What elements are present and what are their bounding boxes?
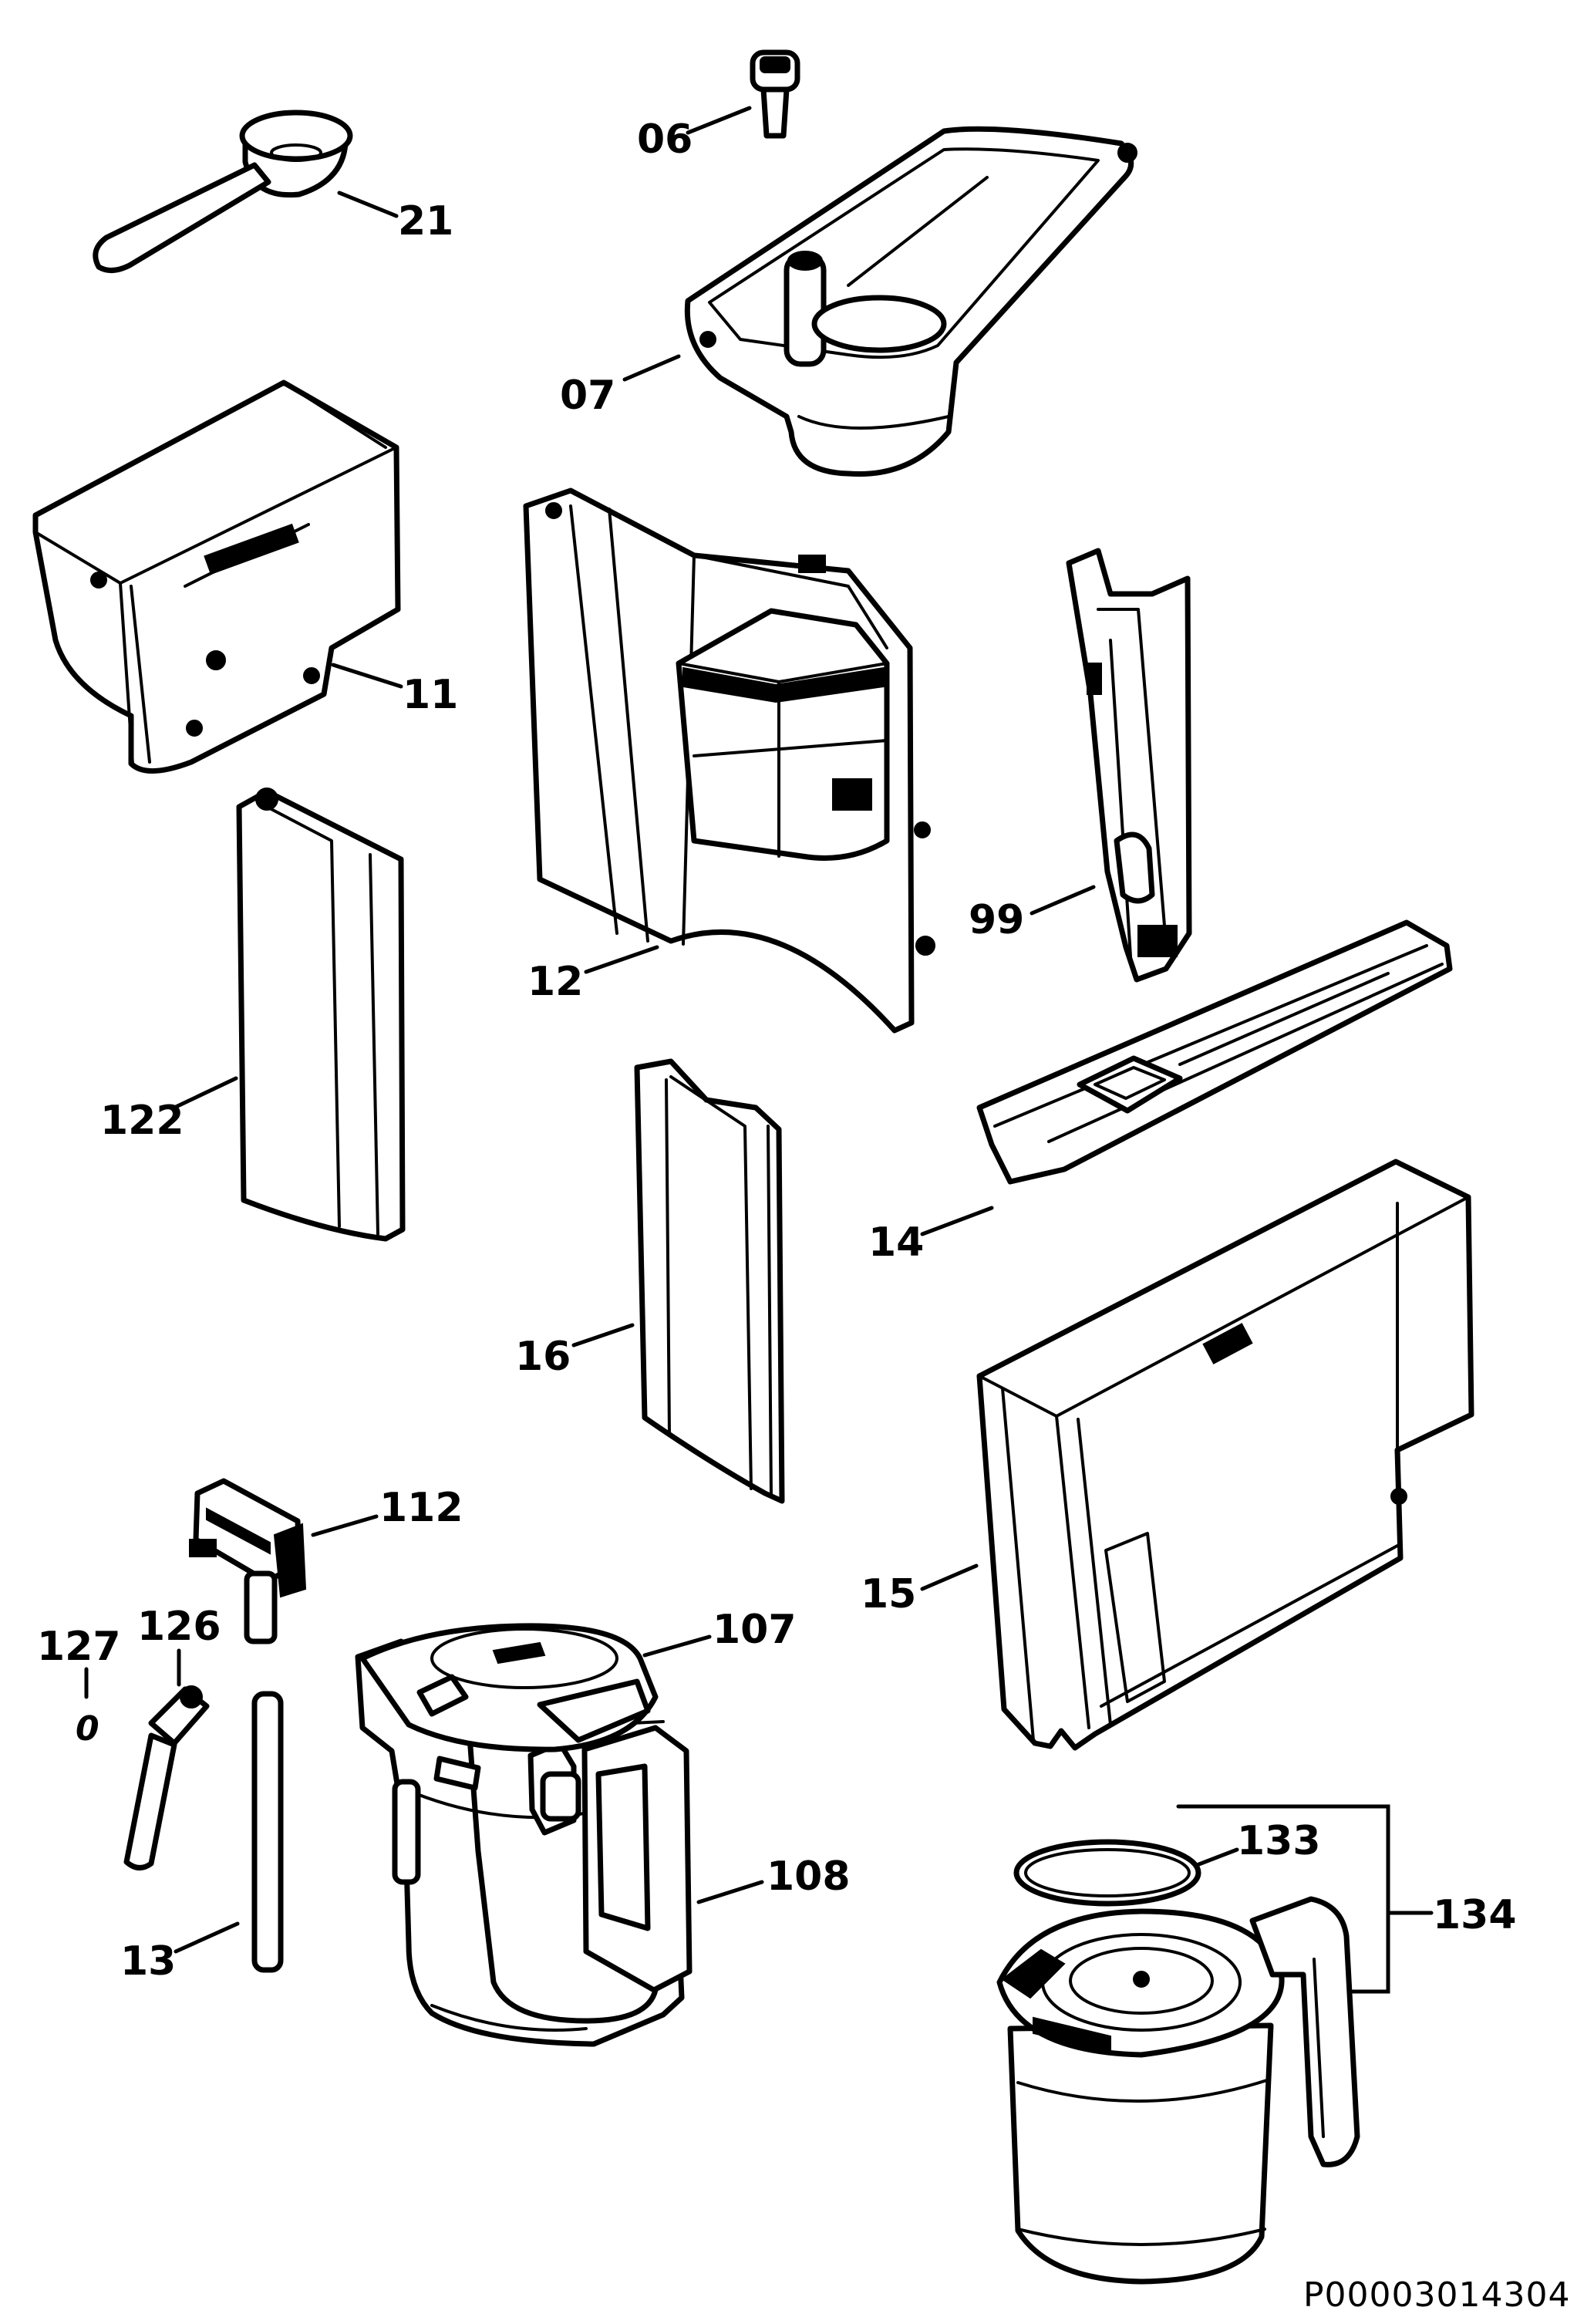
label-126: 126 [137,1604,221,1650]
label-11: 11 [403,672,458,718]
part-126-tube [123,1685,210,1870]
leader-122 [172,1076,238,1110]
part-107-jug-lid [359,1623,659,1752]
part-21-measuring-spoon [93,110,353,273]
label-12: 12 [527,959,583,1005]
bracket-134 [1176,1804,1390,1994]
part-122-side-panel [236,788,406,1242]
drawing-code: P00003014304 [1303,2275,1570,2315]
label-99: 99 [969,897,1024,943]
label-16: 16 [515,1334,571,1380]
part-12-front-cover [523,487,935,1034]
leader-99 [1030,885,1096,916]
leader-107 [642,1634,712,1658]
part-127-o-ring: 0 [76,1709,99,1749]
leader-15 [920,1563,979,1591]
label-133: 133 [1237,1818,1321,1864]
part-16-door-panel [634,1058,785,1504]
label-07: 07 [560,373,615,419]
part-112-connector [189,1478,307,1644]
leader-13 [174,1921,240,1954]
leader-108 [696,1880,764,1904]
leader-06 [686,106,752,135]
label-108: 108 [767,1853,851,1900]
label-13: 13 [120,1938,176,1985]
label-06: 06 [637,116,693,163]
label-14: 14 [868,1219,924,1266]
label-15: 15 [861,1571,916,1617]
label-112: 112 [379,1485,463,1531]
label-127: 127 [37,1624,121,1670]
part-99-rail [1066,548,1192,983]
leader-133 [1195,1847,1239,1867]
part-134-thermo-jug [996,1896,1360,2285]
part-15-water-tank [976,1159,1474,1751]
leader-21 [337,191,399,218]
label-122: 122 [100,1098,184,1144]
leader-11 [331,663,403,689]
leader-07 [622,354,681,382]
leader-112 [311,1514,379,1537]
leader-16 [571,1323,635,1348]
part-133-gasket-ring [1013,1839,1201,1907]
part-11-container [32,379,401,774]
part-13-long-tube [251,1691,284,1973]
part-06-knob [750,49,800,139]
part-14-lid [976,919,1453,1185]
part-108-milk-jug [355,1638,693,2047]
part-07-funnel-housing [684,126,1137,477]
leader-12 [584,945,659,974]
label-134: 134 [1433,1892,1517,1938]
leader-14 [920,1206,994,1236]
label-107: 107 [713,1607,797,1653]
label-21: 21 [398,198,453,245]
